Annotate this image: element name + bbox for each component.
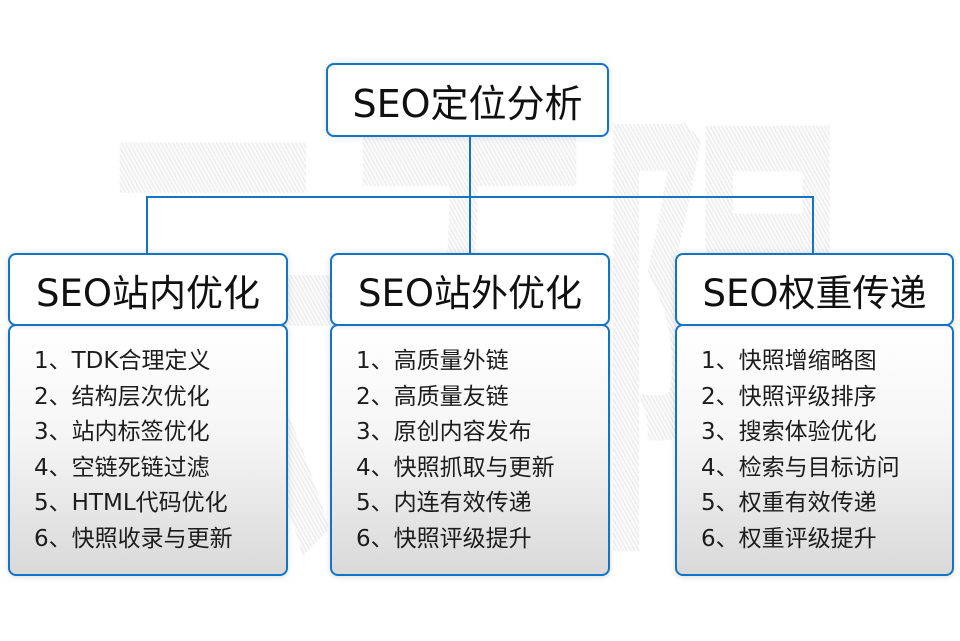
column-weight-transfer: SEO权重传递 1、快照增缩略图 2、快照评级排序 3、搜索体验优化 4、检索与…: [675, 253, 954, 576]
list-item: 1、快照增缩略图: [701, 348, 877, 374]
list-item: 3、原创内容发布: [356, 419, 532, 445]
column-panel-weight: 1、快照增缩略图 2、快照评级排序 3、搜索体验优化 4、检索与目标访问 5、权…: [675, 324, 954, 576]
list-item: 5、权重有效传递: [701, 490, 877, 516]
connector-left-vertical: [146, 196, 148, 254]
list-item: 2、快照评级排序: [701, 383, 877, 410]
list-item: 3、站内标签优化: [34, 419, 210, 445]
list-item: 4、快照抓取与更新: [356, 454, 555, 481]
column-panel-offsite: 1、高质量外链 2、高质量友链 3、原创内容发布 4、快照抓取与更新 5、内连有…: [330, 324, 610, 576]
connector-root-vertical: [469, 137, 471, 254]
list-item: 6、权重评级提升: [701, 525, 877, 552]
root-node-title: SEO定位分析: [352, 81, 583, 126]
column-onsite-optimization: SEO站内优化 1、TDK合理定义 2、结构层次优化 3、站内标签优化 4、空链…: [8, 253, 288, 576]
list-item: 1、TDK合理定义: [34, 348, 211, 374]
list-item: 6、快照收录与更新: [34, 525, 233, 552]
column-title: SEO权重传递: [702, 271, 927, 315]
column-panel-onsite: 1、TDK合理定义 2、结构层次优化 3、站内标签优化 4、空链死链过滤 5、H…: [8, 324, 288, 576]
list-item: 5、内连有效传递: [356, 490, 532, 516]
column-header-weight: SEO权重传递: [675, 253, 954, 326]
root-node-seo-positioning: SEO定位分析: [326, 63, 609, 137]
list-item: 6、快照评级提升: [356, 525, 532, 552]
list-item: 5、HTML代码优化: [34, 490, 228, 516]
list-item: 4、检索与目标访问: [701, 454, 900, 481]
list-item: 2、结构层次优化: [34, 383, 210, 410]
list-item: 2、高质量友链: [356, 383, 509, 410]
column-title: SEO站内优化: [36, 271, 260, 315]
list-item: 1、高质量外链: [356, 348, 509, 374]
connector-right-vertical: [812, 196, 814, 254]
column-title: SEO站外优化: [358, 271, 582, 315]
column-header-onsite: SEO站内优化: [8, 253, 288, 326]
column-header-offsite: SEO站外优化: [330, 253, 610, 326]
list-item: 4、空链死链过滤: [34, 454, 210, 481]
connector-horizontal: [146, 196, 814, 198]
column-offsite-optimization: SEO站外优化 1、高质量外链 2、高质量友链 3、原创内容发布 4、快照抓取与…: [330, 253, 610, 576]
list-item: 3、搜索体验优化: [701, 419, 877, 445]
